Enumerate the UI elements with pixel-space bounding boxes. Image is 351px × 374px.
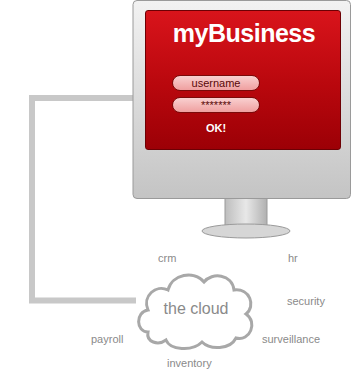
cloud-service-label: hr (288, 252, 298, 264)
cloud-service-label: security (287, 295, 325, 307)
login-screen: username ******* myBusinessOK! (145, 10, 341, 150)
cloud-path (139, 275, 252, 349)
cloud-shape: the cloud (134, 266, 258, 352)
cloud-service-label: inventory (167, 357, 212, 369)
input-field: username (172, 75, 260, 91)
cloud-service-label: crm (158, 252, 176, 264)
monitor-bezel (133, 1, 351, 199)
cloud-service-label: surveillance (262, 333, 320, 345)
cloud-service-label: payroll (91, 333, 123, 345)
field-text: username (192, 77, 241, 89)
ok-button: OK! (206, 122, 226, 134)
field-text: ******* (201, 99, 231, 111)
cloud-label: the cloud (164, 300, 229, 318)
screen-title: myBusiness (173, 19, 315, 48)
monitor-base (202, 224, 290, 238)
input-field: ******* (172, 97, 260, 113)
connector-bracket (32, 98, 145, 300)
